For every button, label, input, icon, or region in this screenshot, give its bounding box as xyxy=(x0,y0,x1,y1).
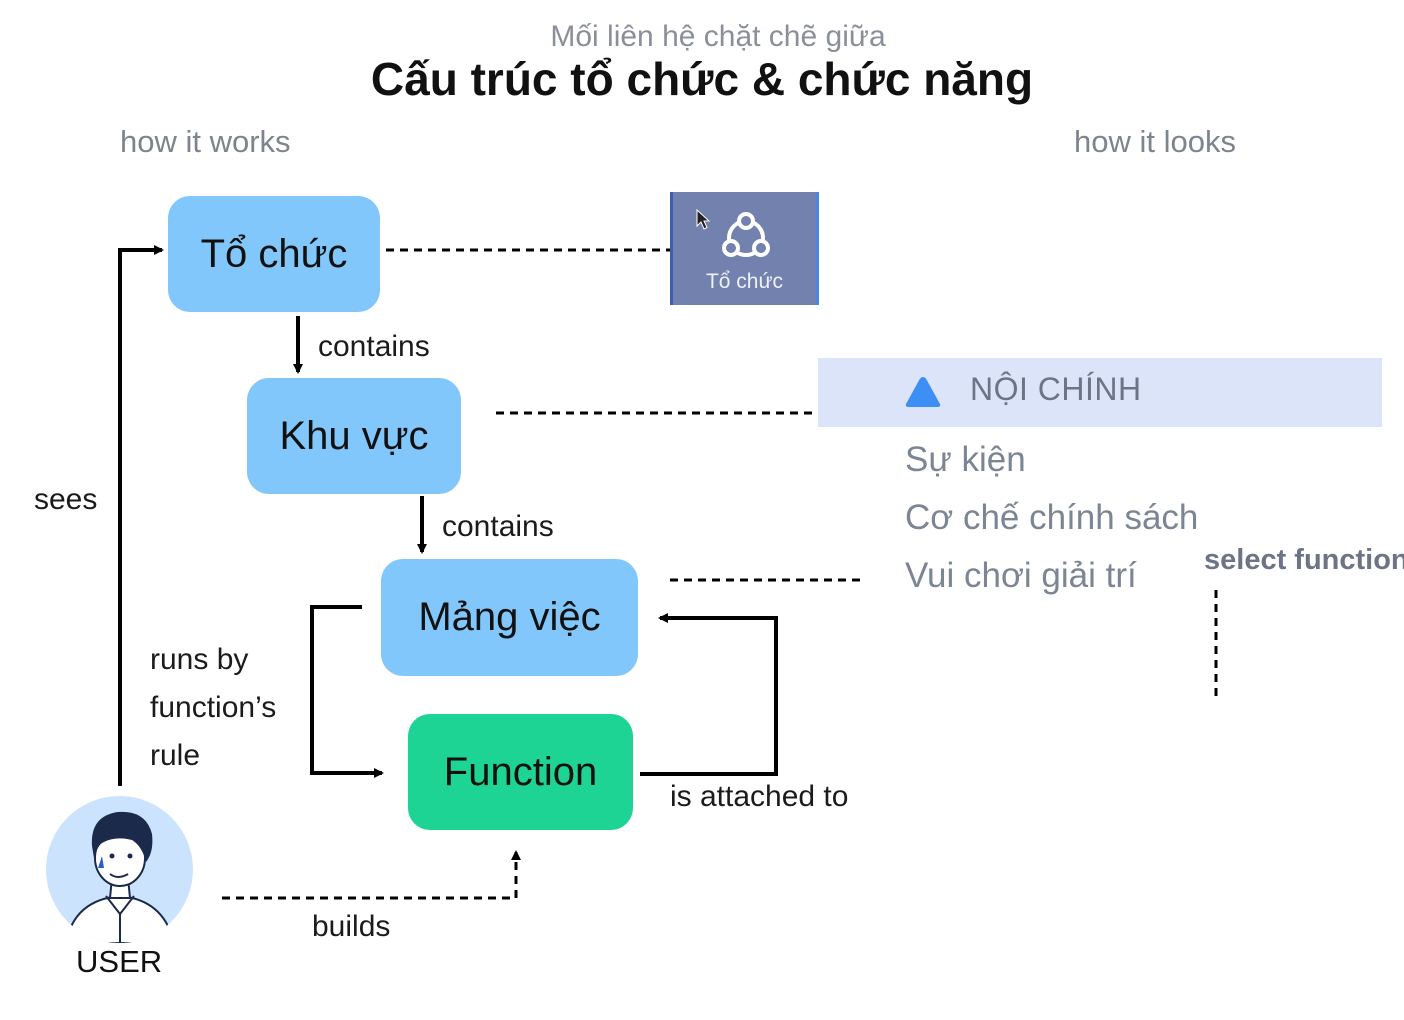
label-builds: builds xyxy=(312,910,391,943)
arrow-sees xyxy=(118,245,164,786)
column-heading-right: how it looks xyxy=(1074,124,1236,159)
cursor-and-share-icon xyxy=(696,208,770,257)
menu-item-su-kien[interactable]: Sự kiện xyxy=(905,440,1026,479)
node-khu-vuc: Khu vực xyxy=(247,378,461,494)
label-contains-1: contains xyxy=(318,330,430,363)
arrow-builds xyxy=(222,850,521,900)
label-contains-2: contains xyxy=(442,510,554,543)
app-icon-preview[interactable]: Tổ chức xyxy=(670,192,819,305)
arrow-runs-by xyxy=(310,605,384,778)
node-function: Function xyxy=(408,714,633,830)
label-runs-by-line-1: runs by xyxy=(150,643,249,676)
person-illustration-icon xyxy=(64,811,176,943)
arrow-attached-to xyxy=(640,613,778,776)
section-band-label: NỘI CHÍNH xyxy=(970,371,1142,407)
label-runs-by-line-3: rule xyxy=(150,739,201,772)
label-is-attached-to: is attached to xyxy=(670,780,849,813)
section-band[interactable]: NỘI CHÍNH xyxy=(818,358,1382,427)
user-avatar xyxy=(46,796,193,943)
triangle-icon xyxy=(905,377,941,407)
app-icon-label: Tổ chức xyxy=(705,270,784,293)
column-heading-left: how it works xyxy=(120,124,291,159)
label-sees: sees xyxy=(34,483,98,516)
node-mang-viec: Mảng việc xyxy=(381,559,638,676)
diagram-title: Cấu trúc tổ chức & chức năng xyxy=(370,53,1034,105)
label-runs-by: runs by function’s rule xyxy=(150,636,276,780)
menu-item-co-che-chinh-sach[interactable]: Cơ chế chính sách xyxy=(905,498,1199,537)
menu-item-vui-choi-giai-tri[interactable]: Vui chơi giải trí xyxy=(905,556,1137,595)
node-to-chuc: Tổ chức xyxy=(168,196,380,312)
diagram-subtitle: Mối liên hệ chặt chẽ giữa xyxy=(550,20,886,53)
label-select-function: select function xyxy=(1204,544,1404,576)
user-label: USER xyxy=(76,944,163,979)
label-runs-by-line-2: function’s xyxy=(150,691,277,724)
